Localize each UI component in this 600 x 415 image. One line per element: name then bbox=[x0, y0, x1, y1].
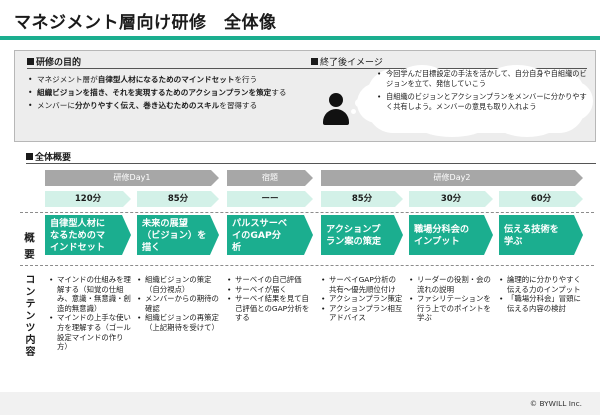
module-mindset: 自律型人材になるためのマインドセット bbox=[45, 215, 131, 255]
duration-5: 30分 bbox=[409, 191, 493, 207]
purpose-heading: 研修の目的 bbox=[27, 55, 317, 69]
square-bullet-icon bbox=[26, 153, 33, 160]
page-title: マネジメント層向け研修 全体像 bbox=[14, 13, 277, 33]
list-item: サーベイ結果を見て自己評価とのGAP分析をする bbox=[227, 294, 311, 323]
thought-bubble-dot bbox=[351, 109, 356, 114]
person-icon bbox=[323, 93, 349, 127]
list-item: ファシリテーションを行う上でのポイントを学ぶ bbox=[409, 294, 495, 323]
overview-heading: 全体概要 bbox=[26, 150, 596, 164]
purpose-underline bbox=[27, 68, 317, 69]
list-item: 論理的に分かりやすく伝える力のインプット bbox=[499, 275, 583, 294]
list-item: メンバーからの期待の確認 bbox=[137, 294, 223, 313]
duration-6: 60分 bbox=[499, 191, 583, 207]
result-list: 今回学んだ目標設定の手法を活かして、自分自身や自組織のビジョンを立て、発信してい… bbox=[377, 69, 591, 115]
square-bullet-icon bbox=[311, 58, 318, 65]
list-item: サーベイが届く bbox=[227, 285, 311, 295]
duration-2: 85分 bbox=[137, 191, 219, 207]
content-list-communication: 論理的に分かりやすく伝える力のインプット 「職場分科会」冒頭に伝える内容の検討 bbox=[499, 275, 583, 313]
content-list-workplace: リーダーの役割・会の流れの説明 ファシリテーションを行う上でのポイントを学ぶ bbox=[409, 275, 495, 323]
module-workplace-session: 職場分科会のインプット bbox=[409, 215, 493, 255]
purpose-item: マネジメント層が自律型人材になるためのマインドセットを行う bbox=[27, 75, 317, 85]
copyright: © BYWILL Inc. bbox=[529, 399, 582, 408]
module-communication: 伝える技術を学ぶ bbox=[499, 215, 583, 255]
module-pulse-survey: パルスサーベイのGAP分析 bbox=[227, 215, 313, 255]
purpose-item: メンバーに分かりやすく伝え、巻き込むためのスキルを習得する bbox=[27, 101, 317, 111]
duration-4: 85分 bbox=[321, 191, 403, 207]
title-rule bbox=[0, 36, 600, 40]
list-item: アクションプラン策定 bbox=[321, 294, 403, 304]
result-item: 自組織のビジョンとアクションプランをメンバーに分かりやすく共有しよう。メンバーの… bbox=[377, 92, 591, 111]
phase-homework: 宿題 bbox=[227, 170, 313, 186]
list-item: サーベイの自己評価 bbox=[227, 275, 311, 285]
duration-3: ーー bbox=[227, 191, 313, 207]
list-item: アクションプラン相互アドバイス bbox=[321, 304, 403, 323]
content-row-label: コンテンツ内容 bbox=[23, 274, 34, 358]
footer-bar bbox=[0, 392, 600, 415]
content-list-survey: サーベイの自己評価 サーベイが届く サーベイ結果を見て自己評価とのGAP分析をす… bbox=[227, 275, 311, 323]
list-item: リーダーの役割・会の流れの説明 bbox=[409, 275, 495, 294]
list-item: マインドの上手な使い方を理解する（ゴール設定マインドの作り方） bbox=[49, 313, 133, 351]
purpose-list: マネジメント層が自律型人材になるためのマインドセットを行う 組織ビジョンを描き、… bbox=[27, 75, 317, 114]
module-action-plan: アクションプラン案の策定 bbox=[321, 215, 403, 255]
list-item: 組織ビジョンの再策定（上記期待を受けて） bbox=[137, 313, 223, 332]
list-item: マインドの仕組みを理解する（知覚の仕組み、意識・無意識・創造的無意識） bbox=[49, 275, 133, 313]
module-vision: 未来の展望（ビジョン）を描く bbox=[137, 215, 219, 255]
result-label: 終了後イメージ bbox=[320, 58, 383, 68]
duration-1: 120分 bbox=[45, 191, 131, 207]
square-bullet-icon bbox=[27, 58, 34, 65]
overview-underline bbox=[26, 163, 596, 164]
phase-day2: 研修Day2 bbox=[321, 170, 583, 186]
list-item: 組織ビジョンの策定（自分視点） bbox=[137, 275, 223, 294]
content-list-vision: 組織ビジョンの策定（自分視点） メンバーからの期待の確認 組織ビジョンの再策定（… bbox=[137, 275, 223, 333]
content-list-action-plan: サーベイGAP分析の共有～優先順位付け アクションプラン策定 アクションプラン相… bbox=[321, 275, 403, 323]
list-item: 「職場分科会」冒頭に伝える内容の検討 bbox=[499, 294, 583, 313]
row-divider bbox=[20, 265, 594, 266]
result-item: 今回学んだ目標設定の手法を活かして、自分自身や自組織のビジョンを立て、発信してい… bbox=[377, 69, 591, 88]
purpose-item: 組織ビジョンを描き、それを実現するためのアクションプランを策定する bbox=[27, 88, 317, 98]
phase-day1: 研修Day1 bbox=[45, 170, 219, 186]
row-divider bbox=[20, 212, 594, 213]
purpose-label: 研修の目的 bbox=[36, 58, 82, 68]
summary-row-label: 概要 bbox=[23, 232, 35, 265]
list-item: サーベイGAP分析の共有～優先順位付け bbox=[321, 275, 403, 294]
purpose-box: 研修の目的 マネジメント層が自律型人材になるためのマインドセットを行う 組織ビジ… bbox=[14, 50, 596, 142]
overview-label: 全体概要 bbox=[35, 153, 72, 163]
content-list-mindset: マインドの仕組みを理解する（知覚の仕組み、意識・無意識・創造的無意識） マインド… bbox=[49, 275, 133, 352]
